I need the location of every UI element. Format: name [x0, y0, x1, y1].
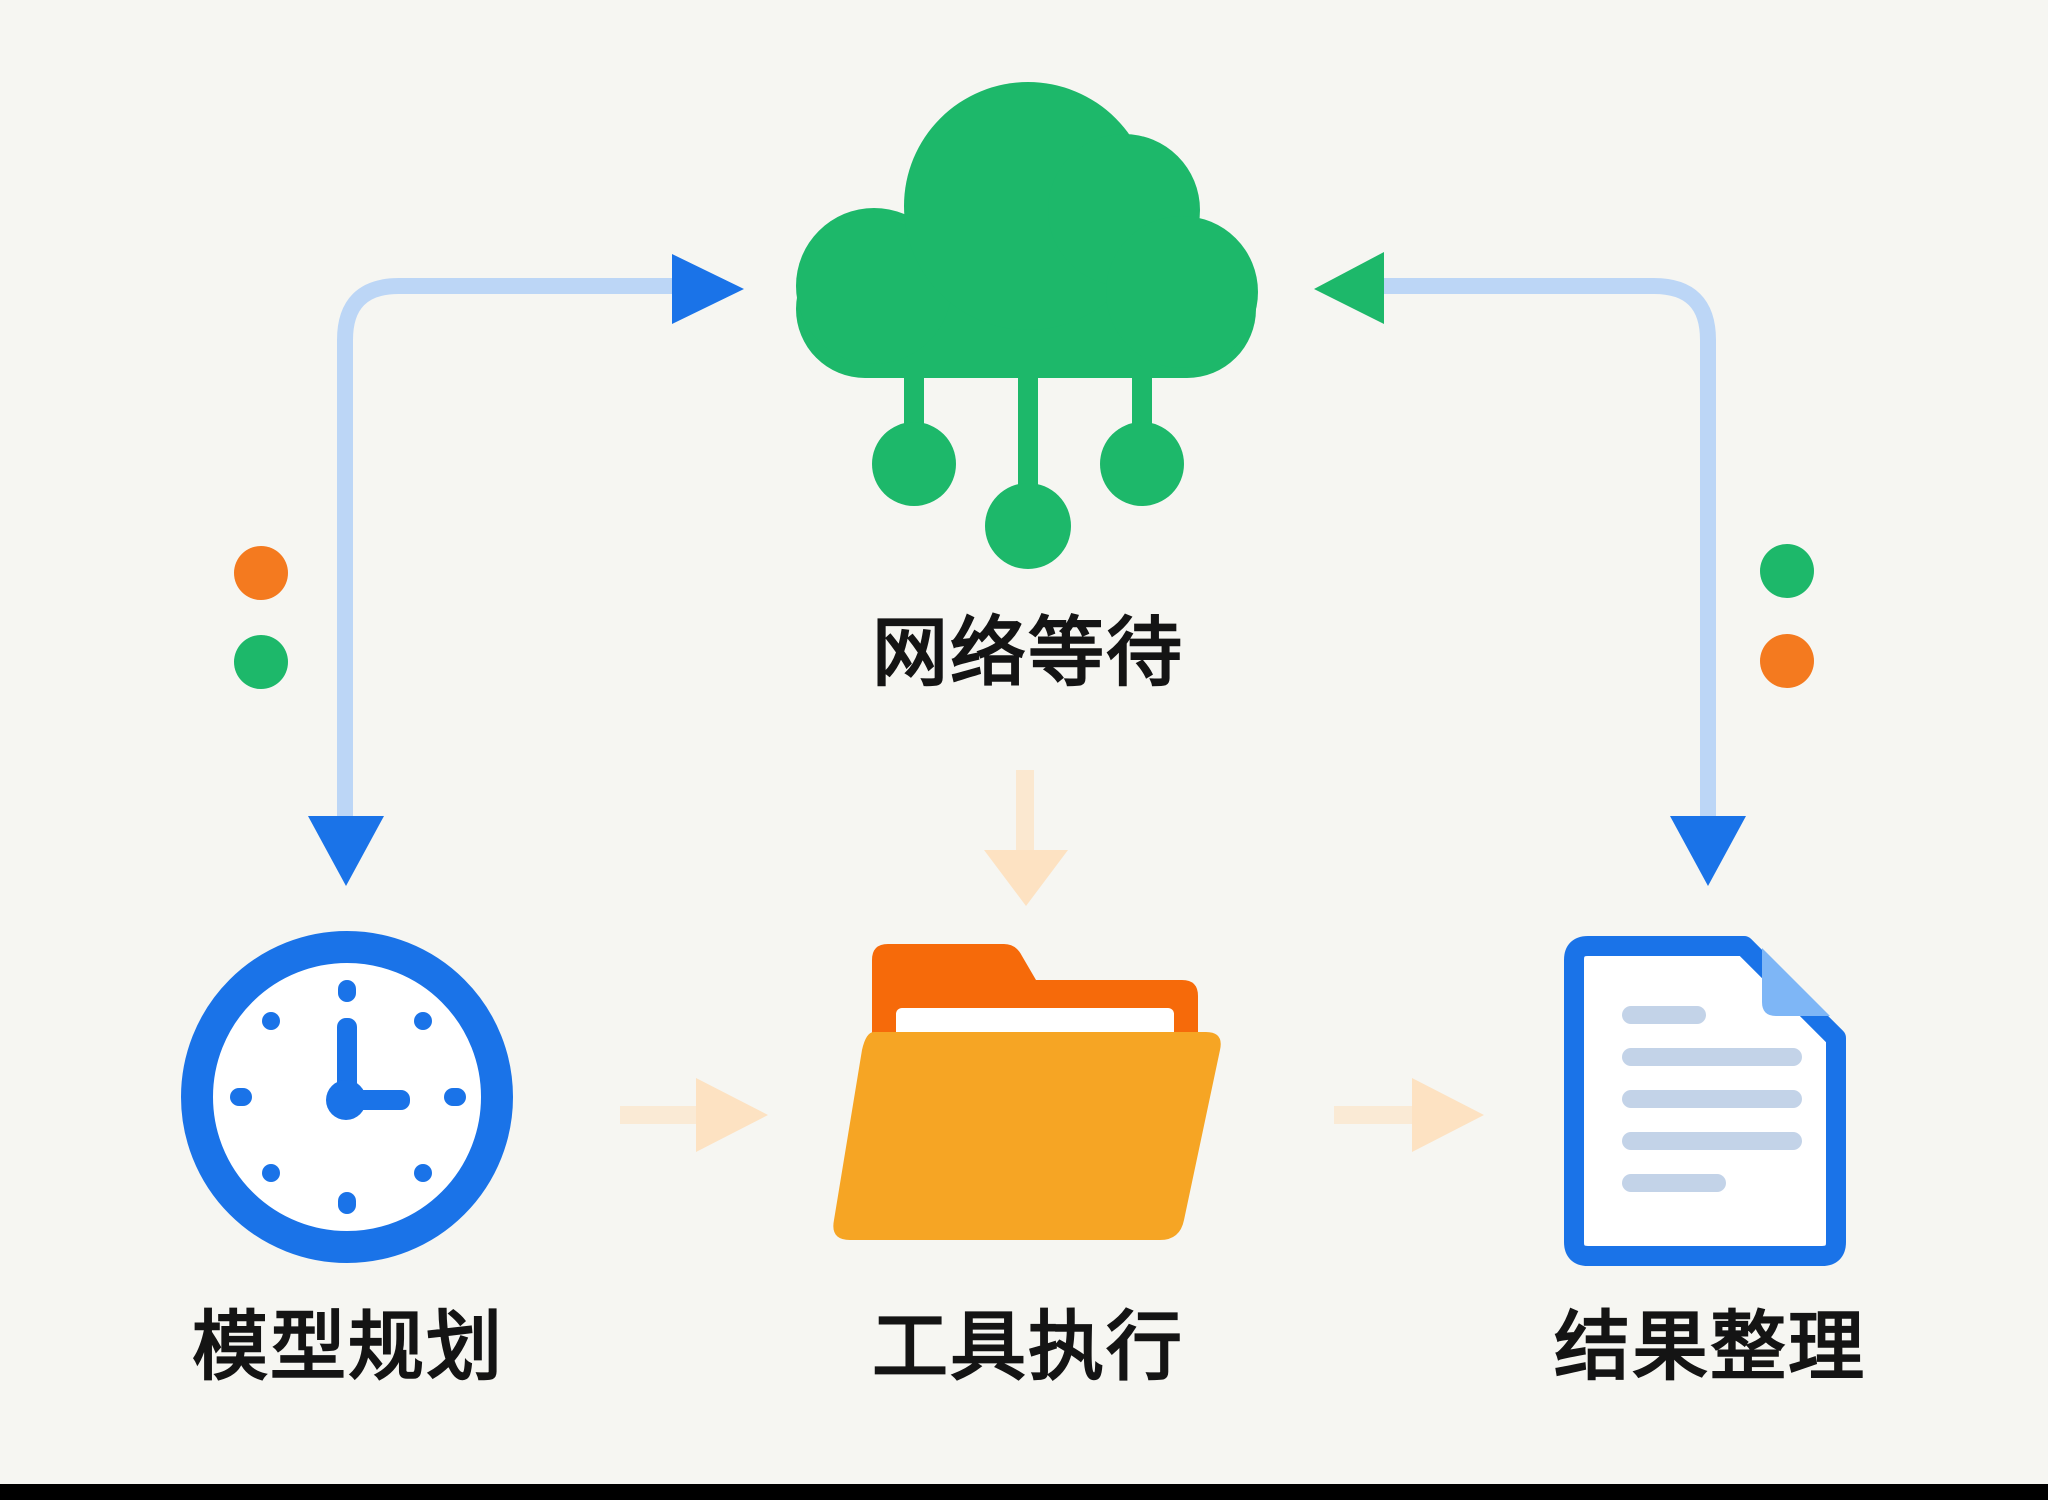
faint-arrow-right-1	[620, 1078, 768, 1152]
cloud-network-icon	[796, 82, 1258, 569]
arrowhead-down-blue-right	[1670, 816, 1746, 886]
status-dot-orange-left	[234, 546, 288, 600]
status-dot-orange-right	[1760, 634, 1814, 688]
clock-icon	[181, 931, 513, 1263]
document-icon	[1564, 936, 1846, 1266]
node-label-tools: 工具执行	[872, 1302, 1184, 1391]
node-label-network: 网络等待	[872, 608, 1184, 697]
faint-arrow-right-2	[1334, 1078, 1484, 1152]
connector-right-loop	[1362, 278, 1716, 838]
arrowhead-right-blue	[672, 254, 744, 324]
arrowhead-left-green	[1314, 252, 1384, 324]
folder-icon	[833, 944, 1221, 1240]
faint-arrow-down	[984, 770, 1068, 906]
arrowhead-down-blue-left	[308, 816, 384, 886]
node-label-planning: 模型规划	[192, 1302, 504, 1391]
status-dot-green-left	[234, 635, 288, 689]
connector-left-loop	[337, 278, 688, 838]
node-label-results: 结果整理	[1554, 1302, 1866, 1391]
status-dot-green-right	[1760, 544, 1814, 598]
